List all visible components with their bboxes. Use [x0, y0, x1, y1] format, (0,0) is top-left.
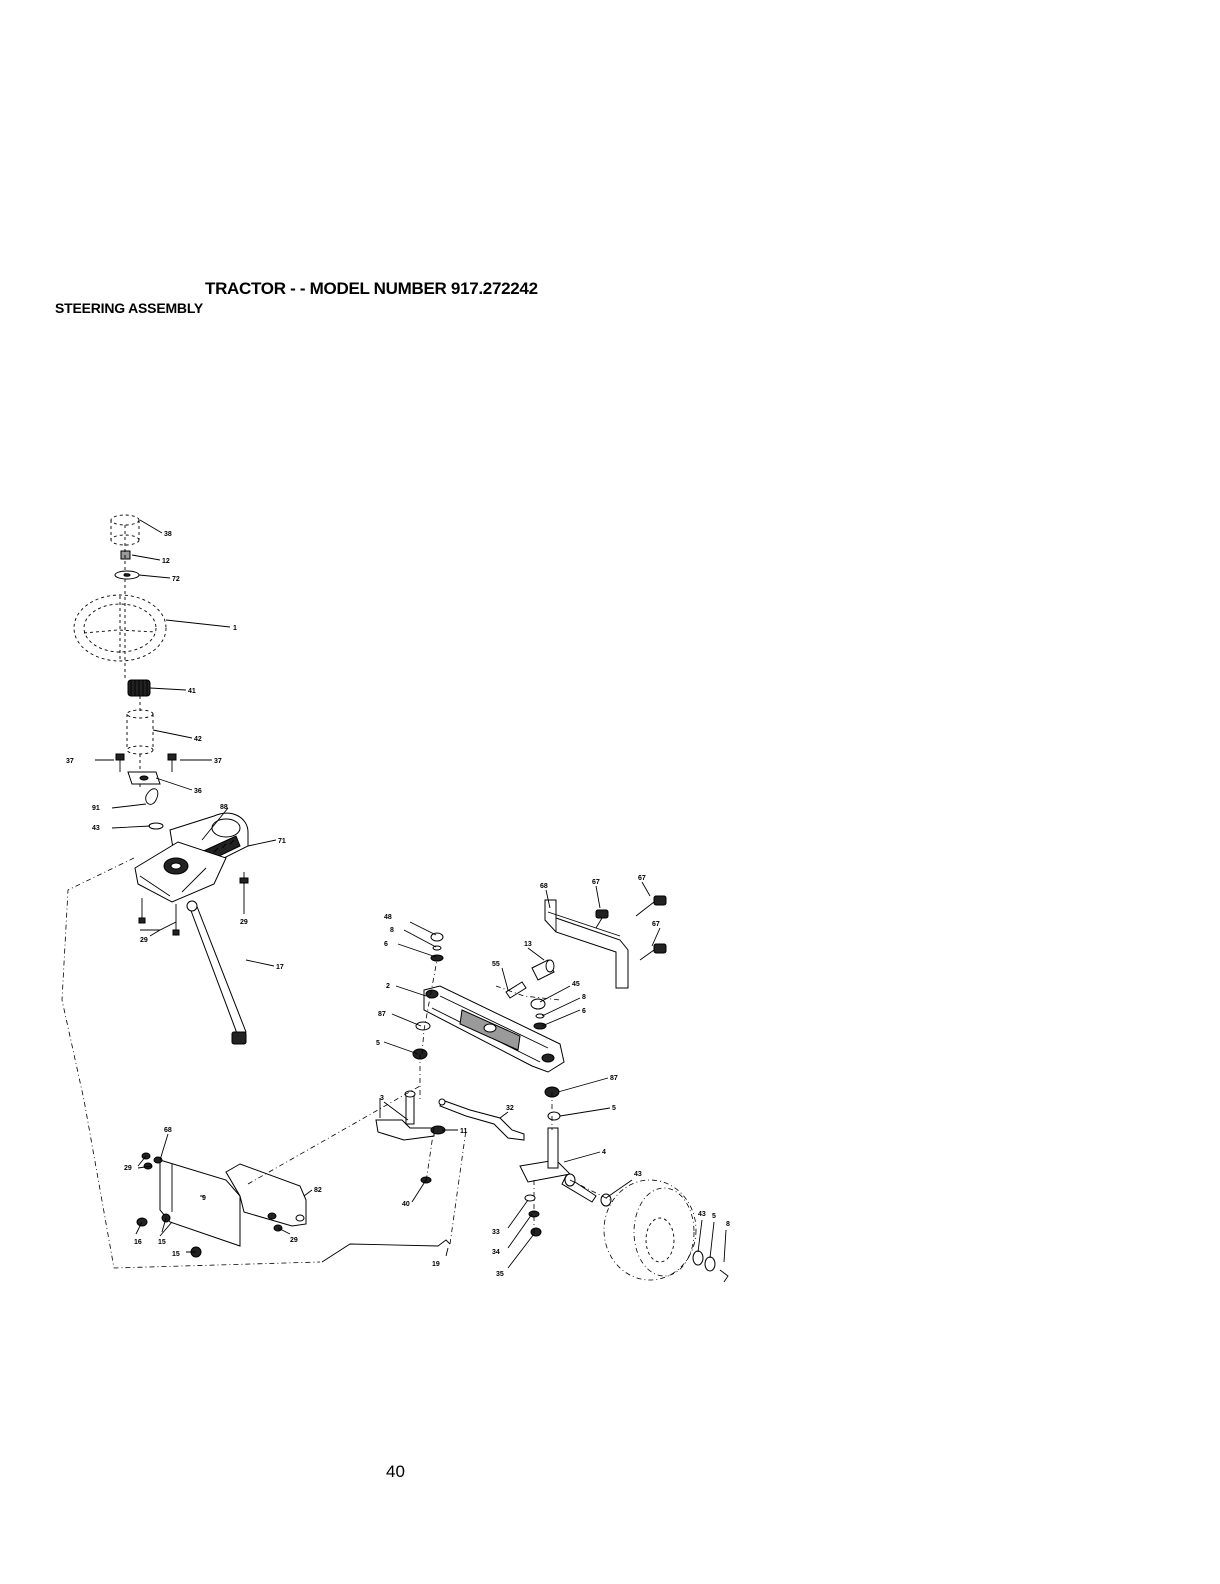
callout-35: 35: [496, 1271, 504, 1278]
callout-87-bottom: 87: [610, 1075, 618, 1082]
steering-wheel: [73, 594, 167, 662]
callout-37-right: 37: [214, 758, 222, 765]
callout-45: 45: [572, 981, 580, 988]
adapter-41: [127, 679, 151, 697]
callout-82: 82: [314, 1187, 322, 1194]
callout-41: 41: [188, 688, 196, 695]
callout-43: 43: [92, 825, 100, 832]
callout-1: 1: [233, 625, 237, 632]
callout-6-right: 6: [582, 1008, 586, 1015]
callout-29-right: 29: [240, 919, 248, 926]
axle-2: [423, 985, 565, 1073]
section-subtitle: STEERING ASSEMBLY: [55, 300, 204, 316]
page-title: TRACTOR - - MODEL NUMBER 917.272242: [205, 279, 538, 298]
sector-3: [375, 1090, 446, 1141]
callout-38: 38: [164, 531, 172, 538]
align-line-left: [61, 857, 321, 1269]
callout-34: 34: [492, 1249, 500, 1256]
callout-67-b: 67: [638, 875, 646, 882]
callout-91: 91: [92, 805, 100, 812]
callout-68-top: 68: [540, 883, 548, 890]
bolt-29-right: [239, 872, 249, 906]
center-axis-line: [124, 525, 141, 790]
callout-32: 32: [506, 1105, 514, 1112]
callout-33: 33: [492, 1229, 500, 1236]
drag-link-17: [186, 900, 247, 1045]
callout-16: 16: [134, 1239, 142, 1246]
callout-67-c: 67: [652, 921, 660, 928]
callout-3: 3: [380, 1095, 384, 1102]
bolt-37-left: [115, 753, 125, 772]
rod-19: [321, 1239, 451, 1263]
callout-29-bracket: 29: [124, 1165, 132, 1172]
callout-12: 12: [162, 558, 170, 565]
spindle-4: [519, 1127, 597, 1203]
callout-11: 11: [460, 1128, 468, 1135]
bracket-36: [127, 771, 161, 785]
callout-15-a: 15: [158, 1239, 166, 1246]
callout-55: 55: [492, 961, 500, 968]
spacer-13: [531, 959, 555, 981]
callout-6-top: 6: [384, 941, 388, 948]
callout-67-a: 67: [592, 879, 600, 886]
callout-5-left: 5: [376, 1040, 380, 1047]
gear-plate: [134, 841, 227, 903]
callout-13: 13: [524, 941, 532, 948]
align-line-rod: [425, 1127, 467, 1245]
align-line-center: [247, 959, 438, 1185]
bushing-42: [126, 709, 154, 755]
steering-cap: [110, 514, 140, 546]
wheel: [600, 1179, 729, 1283]
clip-91: [145, 788, 159, 805]
callout-15-b: 15: [172, 1251, 180, 1258]
callout-42: 42: [194, 736, 202, 743]
callout-8-hub: 8: [726, 1221, 730, 1228]
bolts-29-under-plate: [138, 898, 180, 936]
callout-68-bottom: 68: [164, 1127, 172, 1134]
page-number: 40: [386, 1462, 405, 1481]
callout-43-hub: 43: [698, 1211, 706, 1218]
nut-12: [120, 550, 131, 560]
axle-bracket-68: [544, 899, 629, 989]
tie-rod-32: [438, 1098, 525, 1141]
washer-72: [114, 570, 140, 580]
callout-71: 71: [278, 838, 286, 845]
callout-88: 88: [220, 804, 228, 811]
bolt-37-right: [167, 753, 177, 772]
callout-43-wheel: 43: [634, 1171, 642, 1178]
callout-29-lower: 29: [290, 1237, 298, 1244]
callout-48: 48: [384, 914, 392, 921]
callout-9: 9: [202, 1195, 206, 1202]
callout-17: 17: [276, 964, 284, 971]
bracket-82: [225, 1163, 307, 1227]
callout-8-top: 8: [390, 927, 394, 934]
callout-4: 4: [602, 1149, 606, 1156]
callout-19: 19: [432, 1261, 440, 1268]
callout-72: 72: [172, 576, 180, 583]
callout-5-hub: 5: [712, 1213, 716, 1220]
pin-55: [505, 981, 527, 999]
callout-37-left: 37: [66, 758, 74, 765]
callout-87-top: 87: [378, 1011, 386, 1018]
callout-8-right: 8: [582, 994, 586, 1001]
bolts-67: [595, 895, 667, 961]
washer-43: [148, 822, 164, 830]
callout-5-right: 5: [612, 1105, 616, 1112]
callout-2: 2: [386, 983, 390, 990]
callout-40: 40: [402, 1201, 410, 1208]
callout-36: 36: [194, 788, 202, 795]
bracket-68-lower: [141, 1152, 241, 1247]
callout-29-left: 29: [140, 937, 148, 944]
